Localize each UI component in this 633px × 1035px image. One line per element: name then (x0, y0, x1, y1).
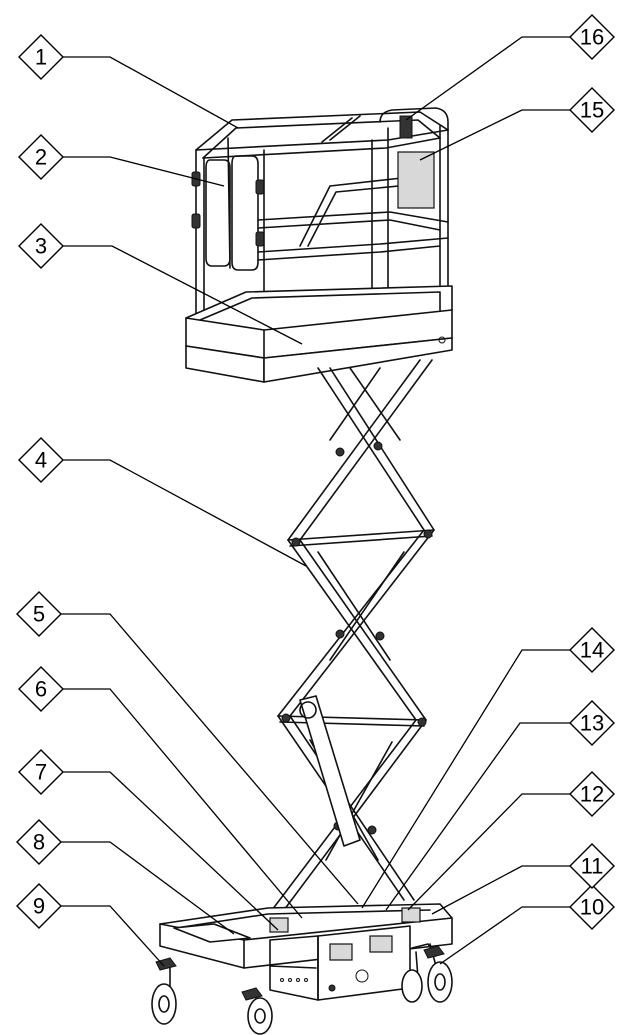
callout-5-label: 5 (33, 602, 45, 627)
callout-1-label: 1 (35, 45, 47, 70)
callout-16-label: 16 (580, 25, 604, 50)
leader-lines (60, 36, 570, 967)
callout-14-label: 14 (580, 638, 604, 663)
platform-deck (185, 285, 453, 383)
callout-11: 11 (569, 843, 615, 889)
leader-6 (62, 688, 303, 919)
callout-12-label: 12 (580, 782, 604, 807)
chassis (159, 903, 453, 1001)
callout-15-label: 15 (580, 98, 604, 123)
callout-3: 3 (18, 223, 64, 269)
callout-9: 9 (16, 883, 62, 929)
leader-5 (60, 613, 359, 905)
leader-8 (60, 841, 235, 935)
callout-6-label: 6 (35, 677, 47, 702)
leader-1 (62, 56, 239, 129)
leader-7 (62, 771, 279, 931)
callout-9-label: 9 (33, 894, 45, 919)
callout-4-label: 4 (35, 448, 47, 473)
callout-8: 8 (16, 819, 62, 865)
callout-3-label: 3 (35, 234, 47, 259)
callout-16: 16 (569, 14, 615, 60)
callout-2: 2 (18, 134, 64, 180)
leader-3 (62, 245, 303, 345)
callout-14: 14 (569, 627, 615, 673)
callout-13: 13 (569, 700, 615, 746)
callout-7: 7 (18, 749, 64, 795)
castor-wheels (151, 943, 453, 1035)
callout-13-label: 13 (580, 711, 604, 736)
leader-4 (62, 459, 307, 567)
callout-10-label: 10 (580, 895, 604, 920)
leader-9 (60, 905, 165, 967)
leader-13 (385, 722, 570, 911)
leader-11 (431, 865, 570, 915)
scissor-arms (271, 359, 435, 911)
leader-14 (361, 649, 570, 909)
callout-10: 10 (569, 884, 615, 930)
leader-16 (405, 36, 570, 121)
leader-2 (62, 156, 225, 187)
callout-1: 1 (18, 34, 64, 80)
callout-8-label: 8 (33, 830, 45, 855)
scissor-lift-illustration (151, 107, 453, 1035)
callout-5: 5 (16, 591, 62, 637)
callout-4: 4 (18, 437, 64, 483)
callout-11-label: 11 (581, 854, 604, 879)
callout-7-label: 7 (35, 760, 47, 785)
leader-15 (419, 109, 570, 161)
callout-2-label: 2 (35, 145, 47, 170)
callout-6: 6 (18, 666, 64, 712)
leader-12 (407, 793, 570, 911)
leader-10 (439, 906, 570, 965)
callout-12: 12 (569, 771, 615, 817)
callouts: 1 2 3 4 5 6 7 8 (16, 14, 615, 930)
callout-15: 15 (569, 87, 615, 133)
platform-guardrail (191, 107, 449, 319)
